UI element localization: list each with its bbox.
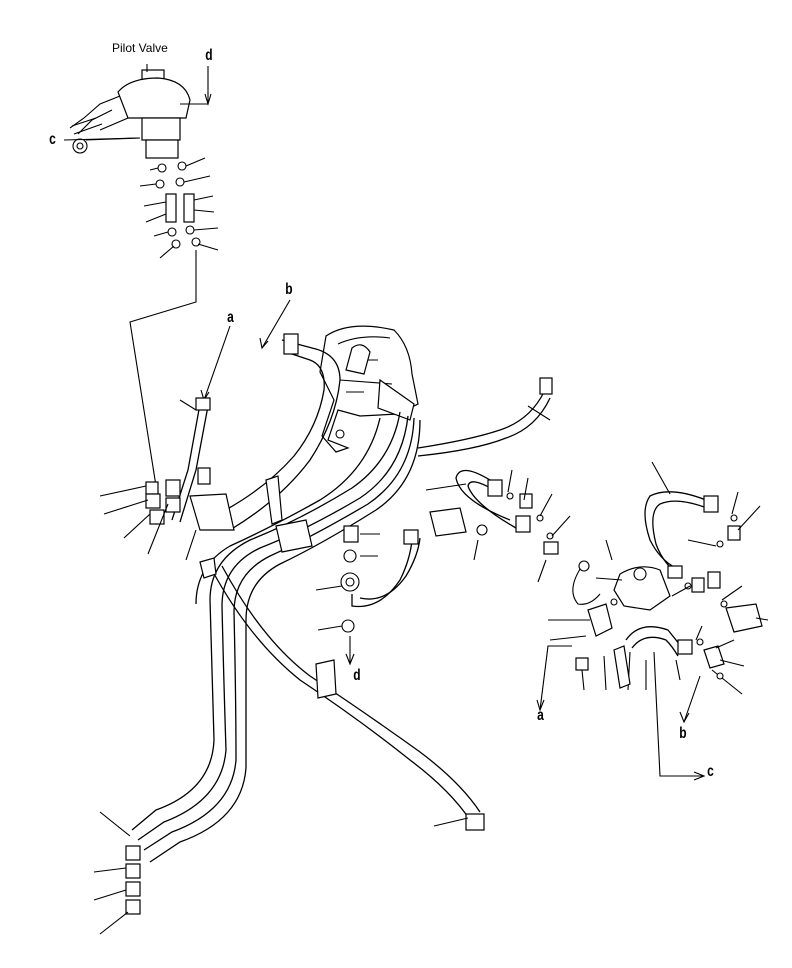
pilot-valve bbox=[69, 64, 191, 159]
reference-letter-a-top: a bbox=[227, 309, 234, 326]
reference-letter-b-top: b bbox=[285, 281, 293, 298]
reference-letter-d-bottom: d bbox=[353, 667, 361, 684]
reference-letter-c-top: c bbox=[49, 131, 56, 148]
connection-leader bbox=[129, 250, 197, 487]
bottom-left-fittings bbox=[93, 811, 141, 935]
pilot-valve-fittings bbox=[139, 157, 219, 259]
reference-letter-d-top: d bbox=[205, 47, 213, 64]
reference-leader-a-top bbox=[203, 325, 231, 401]
pilot-valve-title: Pilot Valve bbox=[112, 41, 168, 55]
middle-fitting-assembly bbox=[315, 525, 421, 666]
right-valve-assembly bbox=[425, 461, 769, 695]
reference-leader-b-top bbox=[261, 299, 291, 349]
reference-leader-c-bottom bbox=[653, 651, 704, 777]
reference-leader-a-bottom bbox=[539, 645, 572, 711]
manifold-fittings bbox=[99, 467, 235, 561]
reference-letter-c-bottom: c bbox=[707, 763, 714, 780]
reference-letter-a-bottom: a bbox=[537, 707, 544, 724]
reference-leader-b-bottom bbox=[683, 675, 701, 723]
control-valve-body bbox=[319, 325, 419, 453]
reference-letter-b-bottom: b bbox=[679, 725, 687, 742]
